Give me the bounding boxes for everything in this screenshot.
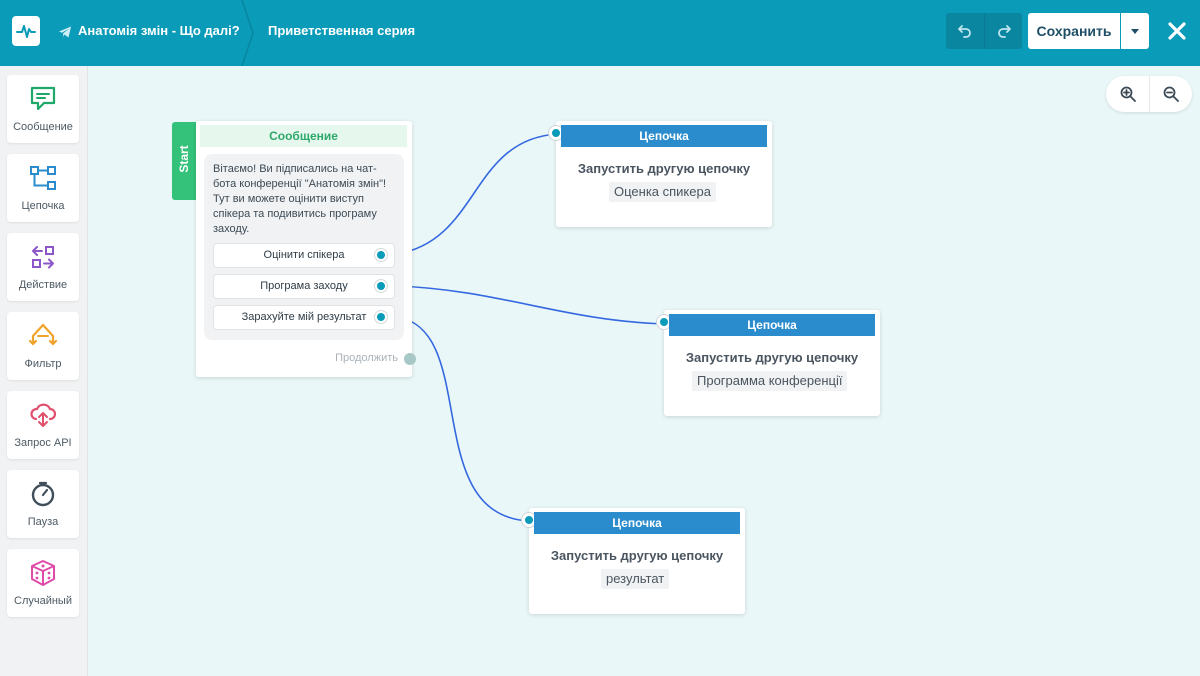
telegram-icon <box>59 26 71 38</box>
chain-icon <box>30 166 56 190</box>
continue-label: Продолжить <box>335 352 398 364</box>
chain-node[interactable]: Цепочка Запустить другую цепочку Оценка … <box>549 121 772 227</box>
message-node-header: Сообщение <box>200 125 407 147</box>
tool-label: Фильтр <box>24 358 62 370</box>
button-output-port[interactable] <box>375 311 387 323</box>
message-node[interactable]: Сообщение Вітаємо! Ви підписались на чат… <box>196 121 416 377</box>
chain-node-header: Цепочка <box>534 512 740 534</box>
message-text: Вітаємо! Ви підписались на чат-бота конф… <box>213 163 387 235</box>
chain-node[interactable]: Цепочка Запустить другую цепочку результ… <box>522 508 745 614</box>
chain-node-title: Запустить другую цепочку <box>685 350 859 365</box>
chain-node[interactable]: Цепочка Запустить другую цепочку Програм… <box>657 310 880 416</box>
logo-pulse-icon[interactable] <box>12 16 40 46</box>
chain-target-tag: Программа конференції <box>692 371 848 391</box>
link-to-chain-1 <box>396 133 558 255</box>
link-to-chain-2 <box>396 285 665 325</box>
button-output-port[interactable] <box>375 249 387 261</box>
close-icon <box>1168 22 1186 40</box>
tool-message[interactable]: Сообщение <box>7 75 79 143</box>
tool-api-request[interactable]: Запрос API <box>7 391 79 459</box>
save-options-dropdown[interactable] <box>1121 13 1149 49</box>
chain-node-title: Запустить другую цепочку <box>550 548 724 563</box>
message-button-result[interactable]: Зарахуйте мій результат <box>213 305 395 330</box>
tool-random[interactable]: Случайный <box>7 549 79 617</box>
tool-label: Запрос API <box>14 437 72 449</box>
tool-label: Действие <box>18 279 68 291</box>
redo-button[interactable] <box>984 13 1022 49</box>
message-icon <box>30 86 56 111</box>
message-button-rate-speaker[interactable]: Оцінити спікера <box>213 243 395 268</box>
button-label: Програма заходу <box>260 280 348 292</box>
caret-down-icon <box>1131 28 1139 34</box>
close-button[interactable] <box>1162 16 1192 46</box>
redo-icon <box>997 25 1011 38</box>
tool-chain[interactable]: Цепочка <box>7 154 79 222</box>
undo-icon <box>958 25 971 38</box>
filter-icon <box>29 323 57 346</box>
zoom-out-icon <box>1163 86 1179 102</box>
zoom-out-button[interactable] <box>1149 76 1192 112</box>
link-to-chain-3 <box>396 316 530 522</box>
continue-output-port[interactable] <box>404 353 416 365</box>
tools-sidebar: Сообщение Цепочка Действие Фильтр Запрос… <box>0 66 88 676</box>
tool-label: Пауза <box>27 516 59 528</box>
tool-label: Случайный <box>14 595 72 607</box>
chain-node-title: Запустить другую цепочку <box>577 161 751 176</box>
top-bar: Анатомія змін - Що далі? Приветственная … <box>0 0 1200 66</box>
start-label: Start <box>177 145 191 173</box>
message-bubble: Вітаємо! Ви підписались на чат-бота конф… <box>204 154 404 340</box>
chain-target-tag: Оценка спикера <box>609 182 716 202</box>
undo-button[interactable] <box>946 13 984 49</box>
chain-node-header: Цепочка <box>669 314 875 336</box>
history-controls <box>946 13 1022 49</box>
tool-label: Цепочка <box>21 200 65 212</box>
zoom-in-button[interactable] <box>1106 76 1149 112</box>
start-marker: Start <box>172 122 196 200</box>
button-output-port[interactable] <box>375 280 387 292</box>
breadcrumb-series-name: Приветственная серия <box>268 23 416 38</box>
chain-node-header: Цепочка <box>561 125 767 147</box>
timer-icon <box>31 481 55 507</box>
zoom-controls <box>1106 76 1192 112</box>
tool-action[interactable]: Действие <box>7 233 79 301</box>
save-button[interactable]: Сохранить <box>1028 13 1120 49</box>
chain-target-tag: результат <box>601 569 670 589</box>
action-icon <box>32 246 54 269</box>
tool-filter[interactable]: Фильтр <box>7 312 79 380</box>
dice-icon <box>31 560 55 586</box>
tool-label: Сообщение <box>13 121 73 133</box>
breadcrumb-bot-name[interactable]: Анатомія змін - Що далі? <box>78 23 240 38</box>
tool-pause[interactable]: Пауза <box>7 470 79 538</box>
message-button-program[interactable]: Програма заходу <box>213 274 395 299</box>
button-label: Зарахуйте мій результат <box>241 311 367 323</box>
zoom-in-icon <box>1120 86 1136 102</box>
api-cloud-icon <box>30 403 57 427</box>
button-label: Оцінити спікера <box>263 249 345 261</box>
breadcrumb-separator <box>241 0 254 66</box>
